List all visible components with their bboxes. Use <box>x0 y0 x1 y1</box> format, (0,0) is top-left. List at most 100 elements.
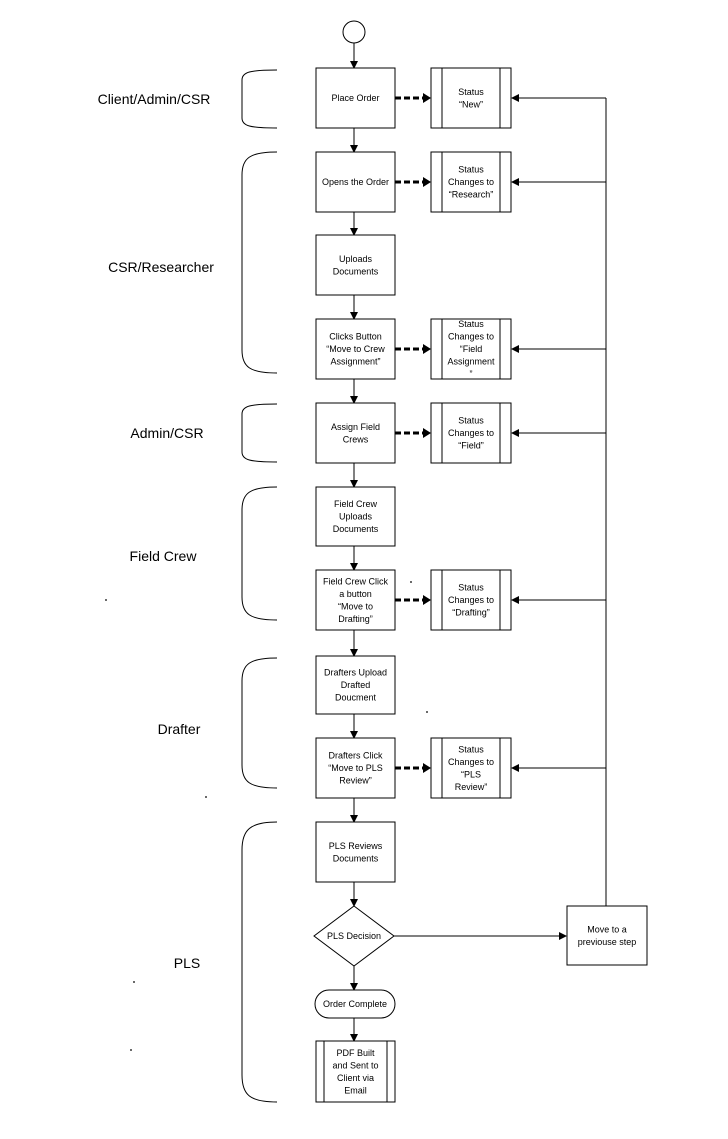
status-s_drafting-text: Status <box>458 583 484 593</box>
status-s_fieldassign-text: “Field <box>460 344 483 354</box>
lane-bracket-admin <box>241 403 278 463</box>
step-pdf-text: Client via <box>337 1073 374 1083</box>
lane-bracket-researcher <box>241 151 278 374</box>
process-box <box>315 402 396 464</box>
status-box <box>430 151 512 213</box>
step-moveprev: Move to a previouse step <box>566 905 648 966</box>
step-clicks-text: “Move to Crew <box>326 344 385 354</box>
status-box <box>430 569 512 631</box>
step-place: Place Order <box>315 67 396 129</box>
status-s_plsreview-text: “PLS <box>461 769 481 779</box>
step-complete-text: Order Complete <box>323 999 387 1009</box>
step-fcclick-text: Drafting” <box>338 614 373 624</box>
step-complete: Order Complete <box>314 989 396 1019</box>
lane-bracket-pls <box>241 821 278 1103</box>
process-box <box>315 318 396 380</box>
step-assign-text: Crews <box>343 434 369 444</box>
process-box <box>315 569 396 631</box>
status-s_drafting-text: Changes to <box>448 595 494 605</box>
status-s_fieldassign-text: ” <box>470 369 473 379</box>
status-s_field-text: “Field” <box>458 441 484 451</box>
status-s_fieldassign-text: Changes to <box>448 332 494 342</box>
status-s_drafting-text: “Drafting” <box>452 608 490 618</box>
process-box <box>315 151 396 213</box>
step-decision-text: PLS Decision <box>327 931 381 941</box>
lane-label-client: Client/Admin/CSR <box>98 91 211 107</box>
step-dclick-text: “Move to PLS <box>328 763 383 773</box>
status-s_plsreview-text: Status <box>458 744 484 754</box>
step-moveprev-text: previouse step <box>578 937 637 947</box>
step-dupload-text: Drafted <box>341 680 371 690</box>
status-box <box>430 318 512 380</box>
status-s_research-text: Status <box>458 165 484 175</box>
lane-label-researcher: CSR/Researcher <box>108 259 214 275</box>
lane-label-fieldcrew: Field Crew <box>130 548 198 564</box>
status-s_new-text: “New” <box>459 99 483 109</box>
status-arrows <box>395 93 431 773</box>
status-s_fieldassign-text: Status <box>458 319 484 329</box>
step-pdf-text: and Sent to <box>332 1060 378 1070</box>
status-box <box>430 737 512 799</box>
status-s_new-text: Status <box>458 87 484 97</box>
step-decision: PLS Decision <box>313 905 395 967</box>
step-assign-text: Assign Field <box>331 422 380 432</box>
step-pdf-text: Email <box>344 1085 367 1095</box>
process-box <box>315 67 396 129</box>
lane-label-pls: PLS <box>174 955 200 971</box>
process-box <box>315 234 396 296</box>
step-fcclick: Field Crew Click a button “Move to Drafting… <box>315 569 396 631</box>
process-box <box>566 905 648 966</box>
status-s_fieldassign-text: Assignment <box>447 357 495 367</box>
step-fcupload-text: Field Crew <box>334 499 378 509</box>
step-fcclick-text: Field Crew Click <box>323 576 389 586</box>
feedback-arrows <box>394 94 607 940</box>
step-plsreview-text: Documents <box>333 853 379 863</box>
lane-label-drafter: Drafter <box>158 721 201 737</box>
step-place-text: Place Order <box>331 93 379 103</box>
status-s_field-text: Changes to <box>448 428 494 438</box>
stray-dot <box>133 981 135 983</box>
start-node <box>342 20 366 44</box>
process-box <box>315 655 396 715</box>
lane-bracket-client <box>241 69 278 129</box>
lane-bracket-drafter <box>241 657 278 789</box>
step-uploads-text: Documents <box>333 266 379 276</box>
step-plsreview-text: PLS Reviews <box>329 841 383 851</box>
step-fcclick-text: “Move to <box>338 601 373 611</box>
step-fcupload-text: Documents <box>333 524 379 534</box>
stray-dot <box>130 1049 132 1051</box>
step-dupload-text: Doucment <box>335 693 377 703</box>
step-dclick-text: Drafters Click <box>328 751 383 761</box>
terminal-pill <box>314 989 396 1019</box>
step-moveprev-text: Move to a <box>587 924 627 934</box>
status-s_research-text: “Research” <box>449 190 494 200</box>
status-s_field-text: Status <box>458 416 484 426</box>
stray-dot <box>410 581 412 583</box>
step-clicks-text: Assignment” <box>330 357 380 367</box>
step-opens-text: Opens the Order <box>322 177 389 187</box>
step-pdf-text: PDF Built <box>336 1048 375 1058</box>
status-box <box>430 402 512 464</box>
step-dclick-text: Review” <box>339 776 372 786</box>
process-box <box>315 1040 396 1103</box>
step-dclick: Drafters Click “Move to PLS Review” <box>315 737 396 799</box>
step-opens: Opens the Order <box>315 151 396 213</box>
status-s_new: Status “New” <box>430 67 512 129</box>
status-s_plsreview-text: Changes to <box>448 757 494 767</box>
step-fcclick-text: a button <box>339 589 372 599</box>
stray-dot <box>205 796 207 798</box>
process-box <box>315 486 396 547</box>
decision-diamond <box>313 905 395 967</box>
status-s_plsreview-text: Review” <box>455 782 488 792</box>
